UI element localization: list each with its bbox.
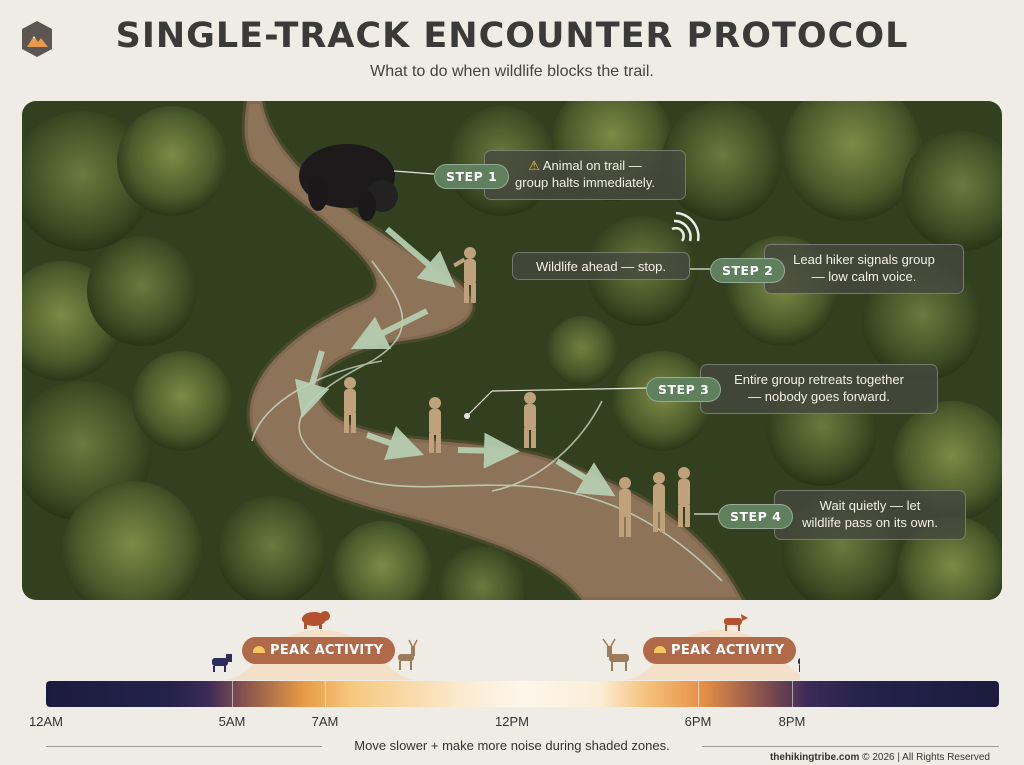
tick-label: 8PM	[778, 714, 806, 729]
coyote-icon	[724, 614, 748, 631]
step-4-callout: Wait quietly — let wildlife pass on its …	[774, 490, 966, 540]
peak-activity-badge-evening: PEAK ACTIVITY	[643, 637, 797, 664]
tick-mark	[698, 681, 699, 707]
moose-icon	[212, 654, 232, 672]
bear-figure	[299, 144, 398, 221]
timeline-note: Move slower + make more noise during sha…	[354, 738, 670, 753]
note-rule-left	[46, 746, 322, 747]
peak-activity-badge-morning: PEAK ACTIVITY	[242, 637, 396, 664]
page-subtitle: What to do when wildlife blocks the trai…	[370, 63, 654, 80]
footer-rights: © 2026 | All Rights Reserved	[859, 752, 990, 763]
sun-icon	[253, 646, 265, 653]
deer-icon	[798, 658, 800, 672]
bear-icon	[302, 611, 330, 629]
note-rule-right	[702, 746, 999, 747]
signal-waves-icon	[671, 211, 700, 242]
step-2-callout: Lead hiker signals group — low calm voic…	[764, 244, 964, 294]
sun-icon	[654, 646, 666, 653]
mountain-shield-icon	[22, 21, 52, 57]
elk-icon	[602, 638, 629, 671]
step-2-label: STEP 2	[710, 258, 786, 283]
deer-icon	[398, 639, 418, 670]
footer-site: thehikingtribe.com	[769, 752, 860, 763]
tick-label: 5AM	[218, 714, 246, 729]
step-1-callout: ⚠ Animal on trail — group halts immediat…	[484, 150, 686, 200]
time-of-day-bar	[46, 681, 999, 707]
tick-label: 12PM	[495, 714, 529, 729]
tick-label: 7AM	[311, 714, 339, 729]
page-title: SINGLE-TRACK ENCOUNTER PROTOCOL	[115, 16, 909, 56]
tick-mark	[325, 681, 326, 707]
step-3-callout: Entire group retreats together — nobody …	[700, 364, 938, 414]
tick-mark	[232, 681, 233, 707]
step-4-label: STEP 4	[718, 504, 794, 529]
warning-icon: ⚠	[528, 158, 540, 173]
tick-label: 12AM	[29, 714, 63, 729]
step-1-label: STEP 1	[434, 164, 510, 189]
speech-bubble: Wildlife ahead — stop.	[512, 252, 690, 280]
footer-credit: thehikingtribe.com © 2026 | All Rights R…	[770, 752, 990, 763]
tick-mark	[792, 681, 793, 707]
step-3-label: STEP 3	[646, 377, 722, 402]
tick-label: 6PM	[684, 714, 712, 729]
hiker-figures	[344, 247, 690, 537]
